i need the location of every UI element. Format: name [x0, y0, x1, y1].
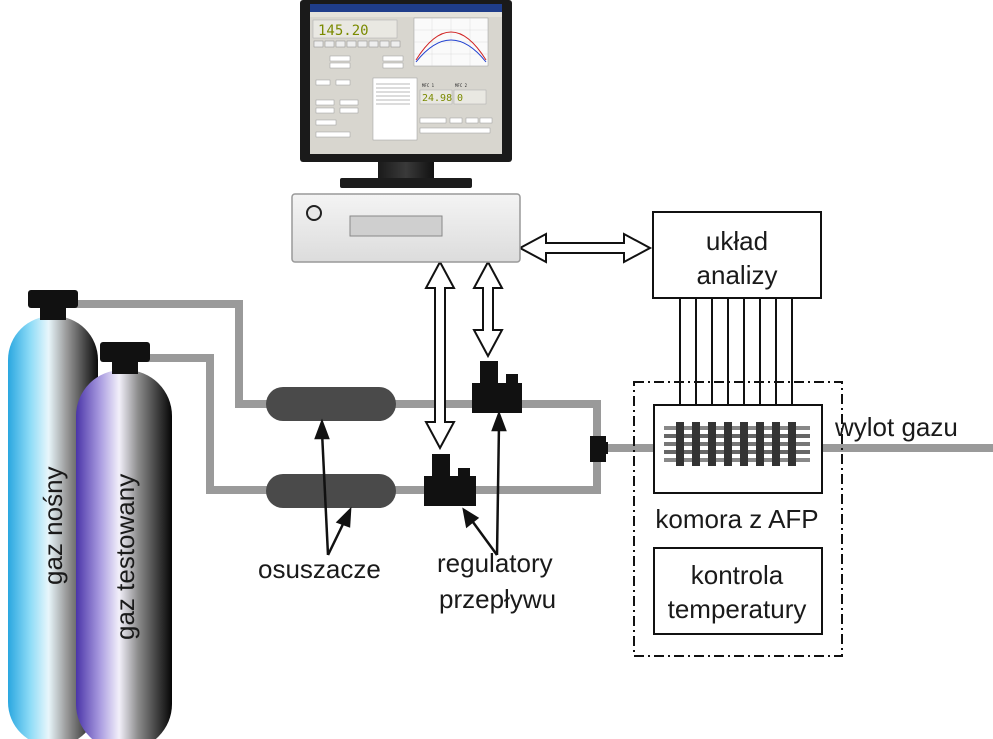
pc-regulator-carrier-link: [472, 259, 504, 359]
power-button: [306, 205, 322, 221]
annotation-arrows: [314, 410, 507, 556]
dryer-test: [266, 474, 396, 508]
test-gas-cylinder: [76, 342, 172, 739]
communication-arrows: [424, 232, 653, 451]
dryers-label: osuszacze: [258, 554, 381, 584]
dryer-carrier: [266, 387, 396, 421]
gas-outlet-label: wylot gazu: [834, 412, 958, 442]
analysis-unit-label-1: układ: [706, 226, 768, 256]
computer: 145.20: [291, 0, 521, 263]
test-gas-pipe: [136, 354, 601, 494]
carrier-gas-cylinder: [8, 290, 98, 739]
flow-regulator-carrier: [472, 361, 522, 413]
analysis-unit-label-2: analizy: [697, 260, 778, 290]
screen-main-value: 145.20: [318, 23, 369, 39]
screen-mfc1-label: MFC 1: [422, 83, 435, 88]
carrier-gas-label: gaz nośny: [38, 466, 68, 585]
screen-mfc1-value: 24.98: [422, 93, 452, 104]
screen-mfc2-value: 0: [457, 93, 463, 104]
disk-drive-slot: [349, 215, 443, 237]
sensor-array: [664, 422, 810, 466]
temperature-control-label-1: kontrola: [691, 560, 784, 590]
flow-regulator-test: [424, 454, 476, 506]
temperature-control-box: [653, 547, 823, 635]
thermal-enclosure: [633, 381, 843, 657]
signal-wires: [679, 298, 793, 424]
pc-analysis-link: [517, 232, 653, 264]
carrier-gas-pipe: [60, 300, 601, 440]
analysis-unit-box: [652, 211, 822, 299]
gas-pipes: [60, 300, 993, 494]
afp-chamber-label: komora z AFP: [655, 504, 818, 534]
flow-regulators-label-2: przepływu: [439, 584, 556, 614]
pc-regulator-test-link: [424, 259, 456, 451]
test-gas-label: gaz testowany: [110, 474, 140, 640]
t-connector: [590, 436, 608, 462]
screen-mfc2-label: MFC 2: [455, 83, 468, 88]
flow-regulators-label-1: regulatory: [437, 548, 553, 578]
temperature-control-label-2: temperatury: [668, 594, 807, 624]
